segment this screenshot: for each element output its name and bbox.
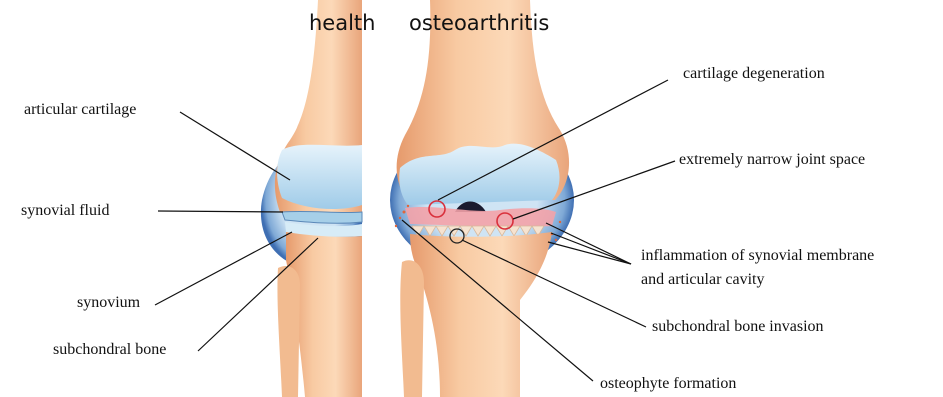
- leader-articular-cartilage: [180, 112, 290, 180]
- healthy-knee: [261, 0, 362, 397]
- oa-tibia: [410, 232, 552, 397]
- leader-inflammation-a: [546, 223, 631, 264]
- oa-fibula: [400, 260, 424, 397]
- label-inflammation-line2: and articular cavity: [641, 270, 765, 289]
- label-narrow-joint-space: extremely narrow joint space: [679, 150, 865, 169]
- label-inflammation-line1: inflammation of synovial membrane: [641, 246, 874, 265]
- leader-inflammation-b: [551, 233, 631, 264]
- health-title: health: [309, 11, 375, 35]
- label-osteophyte-formation: osteophyte formation: [600, 374, 736, 393]
- label-subchondral-bone: subchondral bone: [53, 340, 166, 359]
- label-synovial-fluid: synovial fluid: [21, 201, 109, 220]
- healthy-fibula: [277, 266, 300, 397]
- label-cartilage-degeneration: cartilage degeneration: [683, 64, 825, 83]
- healthy-femur-cartilage: [277, 145, 362, 209]
- label-synovium: synovium: [77, 293, 140, 312]
- osteoarthritis-knee: [390, 0, 574, 397]
- leader-synovium: [155, 232, 292, 305]
- osteoarthritis-title: osteoarthritis: [409, 11, 549, 35]
- label-articular-cartilage: articular cartilage: [24, 100, 136, 119]
- label-subchondral-bone-invasion: subchondral bone invasion: [652, 317, 824, 336]
- leader-inflammation-c: [548, 242, 631, 264]
